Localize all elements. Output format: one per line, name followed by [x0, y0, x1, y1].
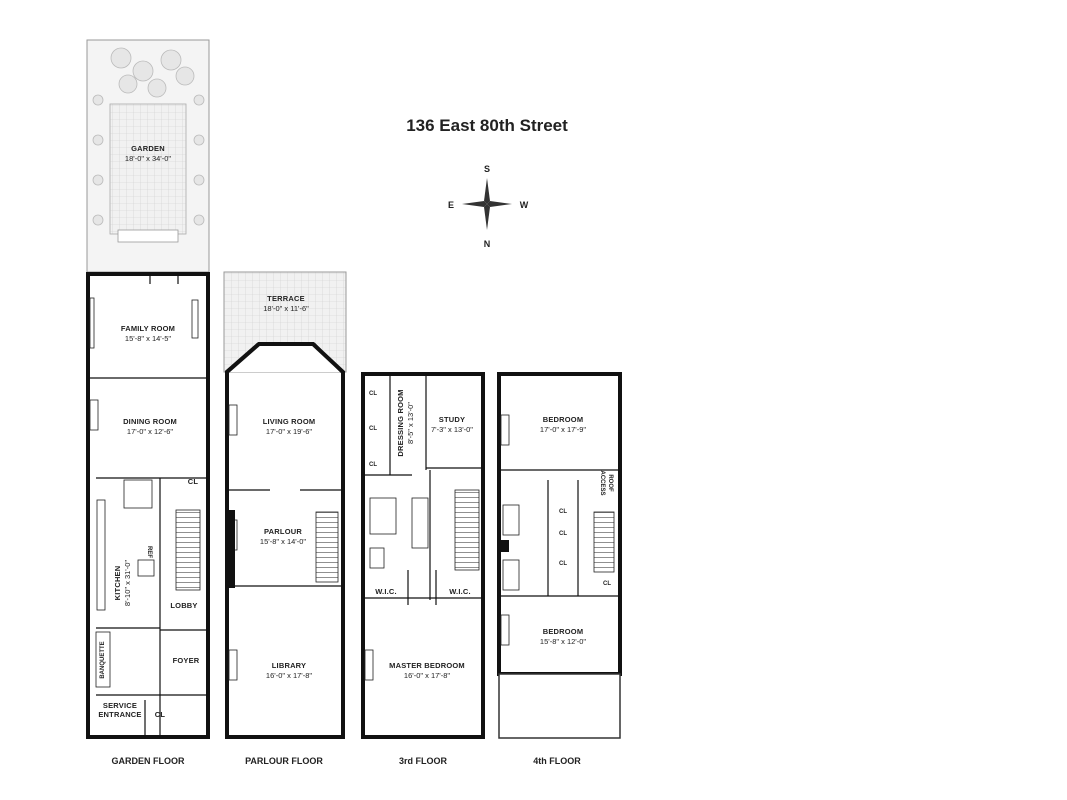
compass-rose-icon: S N E W — [448, 164, 529, 249]
bedroom-label: BEDROOM — [543, 627, 584, 636]
master-bedroom-label: MASTER BEDROOM — [389, 661, 465, 670]
parlour-floor-plan: TERRACE 18'-0" x 11'-6" LIVING ROOM 17'-… — [223, 271, 347, 766]
study-label: STUDY — [439, 415, 465, 424]
third-floor-label: 3rd FLOOR — [399, 756, 448, 766]
closet-label: CL — [369, 391, 377, 397]
terrace-dims: 18'-0" x 11'-6" — [263, 304, 309, 313]
family-room-label: FAMILY ROOM — [121, 324, 175, 333]
dressing-room-label: DRESSING ROOM — [396, 389, 405, 456]
closet-label: CL — [559, 561, 567, 567]
banquette-label: BANQUETTE — [100, 641, 106, 678]
parlour-floor-label: PARLOUR FLOOR — [245, 756, 323, 766]
lobby-label: LOBBY — [170, 601, 197, 610]
wic-label: W.I.C. — [375, 587, 397, 596]
parlour-dims: 15'-8" x 14'-0" — [260, 537, 306, 546]
compass-label-west: W — [520, 200, 529, 210]
master-bedroom-dims: 16'-0" x 17'-8" — [404, 671, 450, 680]
garden-label: GARDEN — [131, 144, 165, 153]
compass-label-north: N — [484, 239, 491, 249]
parlour-label: PARLOUR — [264, 527, 302, 536]
library-dims: 16'-0" x 17'-8" — [266, 671, 312, 680]
garden-floor-plan: GARDEN 18'-0" x 34'-0" FAMILY ROOM 15'-8… — [86, 39, 210, 766]
compass-label-south: S — [484, 164, 490, 174]
service-entrance-label-line1: SERVICE — [103, 701, 137, 710]
living-room-label: LIVING ROOM — [263, 417, 316, 426]
dressing-room-dims: 8'-5" x 13'-0" — [406, 402, 415, 444]
kitchen-dims: 8'-10" x 31'-0" — [123, 560, 132, 606]
compass-label-east: E — [448, 200, 454, 210]
property-address-title: 136 East 80th Street — [406, 116, 568, 135]
wic-label: W.I.C. — [449, 587, 471, 596]
closet-label: CL — [369, 426, 377, 432]
service-entrance-label-line2: ENTRANCE — [98, 710, 141, 719]
kitchen-label: KITCHEN — [113, 566, 122, 601]
living-room-dims: 17'-0" x 19'-6" — [266, 427, 312, 436]
roof-access-label-line1: ACCESS — [599, 470, 605, 495]
dining-room-label: DINING ROOM — [123, 417, 177, 426]
garden-floor-label: GARDEN FLOOR — [112, 756, 185, 766]
garden-dims: 18'-0" x 34'-0" — [125, 154, 171, 163]
bedroom-dims: 15'-8" x 12'-0" — [540, 637, 586, 646]
study-dims: 7'-3" x 13'-0" — [431, 425, 473, 434]
ref-label: REF — [146, 546, 152, 558]
bedroom-label: BEDROOM — [543, 415, 584, 424]
library-label: LIBRARY — [272, 661, 306, 670]
closet-label: CL — [559, 531, 567, 537]
roof-access-label-line2: ROOF — [607, 474, 613, 492]
fourth-floor-plan: BEDROOM 17'-0" x 17'-9" ACCESS ROOF CL C… — [497, 372, 622, 766]
roof-deck-area — [498, 673, 621, 739]
terrace-label: TERRACE — [267, 294, 305, 303]
bedroom-dims: 17'-0" x 17'-9" — [540, 425, 586, 434]
closet-label: CL — [369, 462, 377, 468]
closet-label: CL — [603, 581, 611, 587]
family-room-dims: 15'-8" x 14'-5" — [125, 334, 171, 343]
foyer-label: FOYER — [173, 656, 200, 665]
closet-label: CL — [155, 710, 166, 719]
fourth-floor-label: 4th FLOOR — [533, 756, 581, 766]
shrub-icons — [92, 47, 205, 226]
dining-room-dims: 17'-0" x 12'-6" — [127, 427, 173, 436]
closet-label: CL — [188, 477, 199, 486]
closet-label: CL — [559, 509, 567, 515]
third-floor-plan: CL CL CL DRESSING ROOM 8'-5" x 13'-0" ST… — [361, 372, 485, 766]
